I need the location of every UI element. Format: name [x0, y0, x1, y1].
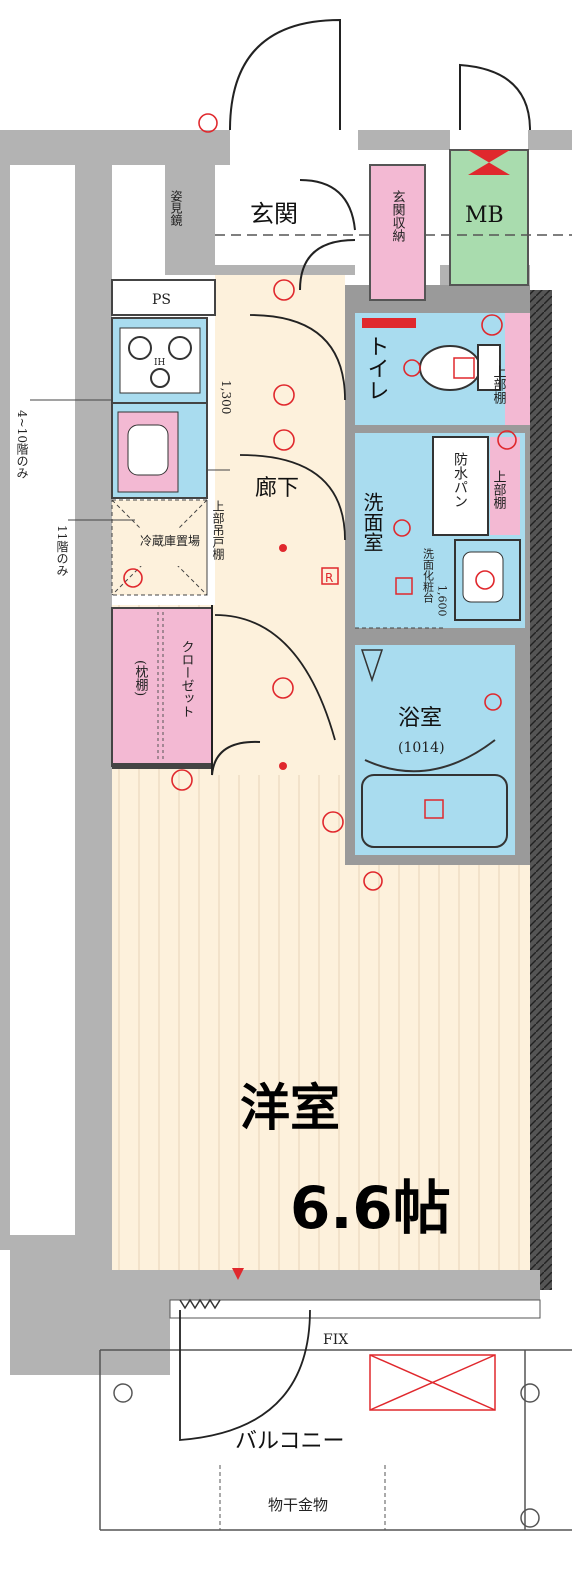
label-dim-1: 1,300: [219, 380, 233, 414]
label-western-size: 6.6帖: [290, 1174, 451, 1242]
label-bathroom: 浴室: [398, 706, 442, 731]
balcony: [99, 1268, 572, 1531]
corridor-doors: [214, 279, 346, 833]
label-upper-cabinet-1: 上部棚: [491, 365, 507, 404]
label-western-room: 洋室: [240, 1079, 340, 1137]
label-ih: IH: [154, 358, 166, 368]
label-rc: R: [325, 571, 333, 585]
label-upper-hanging: 上部吊戸棚: [211, 500, 225, 561]
label-fridge: 冷蔵庫置場: [140, 534, 200, 548]
label-balcony: バルコニー: [235, 1429, 345, 1454]
label-waterproof-pan: 防水パン: [452, 452, 468, 508]
floor-areas: [112, 275, 530, 1270]
label-mb: MB: [465, 203, 504, 228]
label-floors-4-10: 4~10階のみ: [15, 410, 29, 479]
bathroom: [355, 645, 515, 891]
label-genkan-storage: 玄関収納: [390, 190, 406, 243]
label-vanity: 洗面化粧台: [422, 548, 435, 603]
label-fix: FIX: [323, 1332, 348, 1348]
label-laundry: 物干金物: [268, 1496, 328, 1514]
label-upper-cabinet-2: 上部棚: [491, 470, 507, 509]
kitchen: [111, 317, 208, 596]
label-genkan: 玄関: [250, 200, 298, 228]
washroom: [355, 430, 525, 629]
label-shelf: (枕棚): [133, 660, 149, 696]
label-ps: PS: [152, 292, 171, 308]
label-bathroom-size: (1014): [398, 740, 445, 756]
label-corridor: 廊下: [255, 476, 299, 501]
label-washroom: 洗面室: [360, 492, 384, 552]
label-closet: クローゼット: [179, 640, 195, 718]
label-dim-2: 1,600: [436, 585, 449, 617]
label-toilet: トイレ: [364, 335, 389, 401]
leader-lines: [30, 399, 230, 521]
label-floor-11: 11階のみ: [55, 525, 69, 576]
closet: [111, 605, 261, 791]
label-mirror: 姿見鏡: [169, 190, 183, 227]
entrance: [198, 18, 572, 301]
toilet-room: [355, 313, 530, 425]
